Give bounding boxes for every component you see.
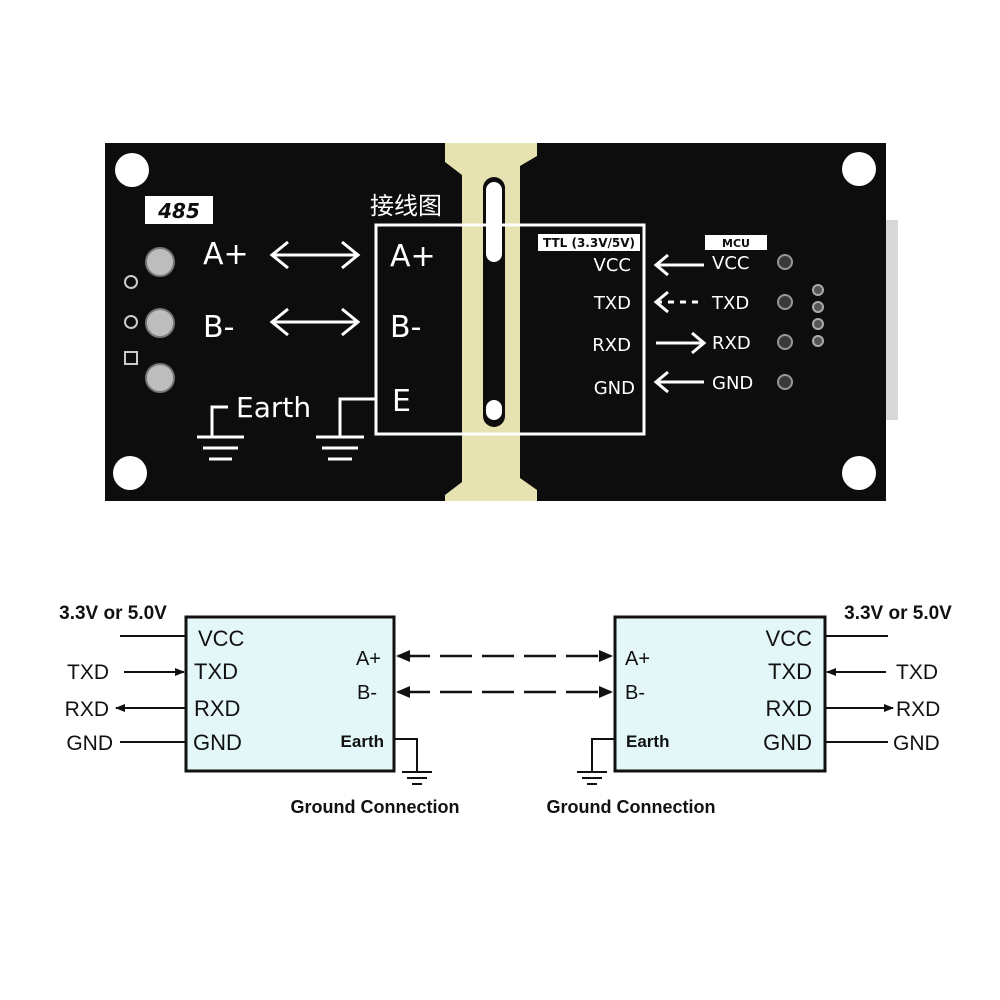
right-pin-rxd: RXD: [766, 696, 812, 721]
label-b-minus: B-: [203, 310, 234, 345]
bus-line-a: [396, 650, 613, 662]
left-module-box: [184, 615, 396, 773]
right-module-box: [613, 615, 827, 773]
mcu-header-badge: [705, 235, 767, 250]
label-a-plus: A+: [203, 237, 249, 272]
pin-pad: [777, 254, 793, 270]
double-arrow-b: [269, 307, 361, 337]
via: [124, 351, 138, 365]
ground-symbol-left: [197, 405, 244, 461]
right-ext-txd: TXD: [896, 661, 938, 684]
pin-pad: [777, 374, 793, 390]
left-supply-label: 3.3V or 5.0V: [59, 603, 167, 624]
bus-line-b: [396, 686, 613, 698]
right-pin-txd: TXD: [768, 659, 812, 684]
left-bus-b: B-: [357, 682, 377, 704]
via: [124, 315, 138, 329]
mcu-pin-gnd: GND: [712, 373, 753, 394]
mcu-pin-txd: TXD: [711, 293, 749, 314]
ttl-pin-gnd: GND: [594, 378, 635, 399]
screw-terminal-a: [145, 247, 175, 277]
right-bus-b: B-: [625, 682, 645, 704]
left-pin-rxd: RXD: [194, 696, 240, 721]
left-pin-txd: TXD: [194, 659, 238, 684]
via: [812, 335, 824, 347]
ground-symbol-right: [316, 397, 376, 461]
left-pin-vcc: VCC: [198, 626, 245, 651]
model-badge-text: 485: [157, 199, 200, 223]
wiring-outline-box: [374, 223, 646, 436]
box-label-e: E: [392, 384, 411, 419]
left-earth-label: Earth: [341, 732, 384, 751]
left-ext-rxd: RXD: [65, 698, 109, 721]
pcb-board: 485 A+ B- Earth: [105, 143, 898, 501]
arrow-rxd-out: [656, 331, 707, 355]
box-label-a: A+: [390, 239, 436, 274]
left-ext-gnd: GND: [66, 732, 113, 755]
pin-pad: [777, 294, 793, 310]
right-ground-symbol: [577, 738, 615, 785]
wiring-title: 接线图: [370, 192, 442, 220]
via: [812, 318, 824, 330]
arrow-txd-in: [653, 290, 704, 314]
right-pin-vcc: VCC: [766, 626, 813, 651]
right-ground-caption: Ground Connection: [547, 797, 716, 817]
mounting-hole: [115, 153, 149, 187]
pin-pad: [777, 334, 793, 350]
left-ground-caption: Ground Connection: [291, 797, 460, 817]
left-ground-symbol: [394, 738, 432, 785]
mounting-hole: [842, 456, 876, 490]
ttl-pin-rxd: RXD: [592, 335, 631, 356]
via: [812, 301, 824, 313]
pcb-right-half: [520, 143, 886, 501]
right-ext-rxd: RXD: [896, 698, 940, 721]
ttl-pin-txd: TXD: [593, 293, 631, 314]
via: [124, 275, 138, 289]
right-ext-gnd: GND: [893, 732, 940, 755]
arrow-vcc-in: [653, 253, 704, 277]
double-arrow-a: [269, 240, 361, 270]
mounting-hole: [113, 456, 147, 490]
screw-terminal-b: [145, 308, 175, 338]
ttl-header-badge: [538, 234, 640, 251]
right-pin-gnd: GND: [763, 730, 812, 755]
screw-terminal-e: [145, 363, 175, 393]
box-label-b: B-: [390, 310, 421, 345]
ttl-header-text: TTL (3.3V/5V): [543, 236, 635, 250]
connection-diagram: 3.3V or 5.0V 3.3V or 5.0V TXD RXD GND VC…: [59, 603, 952, 817]
slot-window-top: [486, 182, 502, 262]
left-ext-txd: TXD: [67, 661, 109, 684]
mcu-pin-rxd: RXD: [712, 333, 751, 354]
label-earth: Earth: [236, 391, 311, 424]
right-bus-a: A+: [625, 648, 650, 670]
right-earth-label: Earth: [626, 732, 669, 751]
model-badge: [145, 196, 213, 224]
mounting-hole: [842, 152, 876, 186]
via: [812, 284, 824, 296]
ttl-pin-vcc: VCC: [594, 255, 631, 276]
right-supply-label: 3.3V or 5.0V: [844, 603, 952, 624]
mcu-header-text: MCU: [722, 237, 750, 250]
slot-window-bottom: [486, 400, 502, 420]
left-bus-a: A+: [356, 648, 381, 670]
left-pin-gnd: GND: [193, 730, 242, 755]
mcu-pin-vcc: VCC: [712, 253, 749, 274]
arrow-gnd-in: [653, 370, 704, 394]
